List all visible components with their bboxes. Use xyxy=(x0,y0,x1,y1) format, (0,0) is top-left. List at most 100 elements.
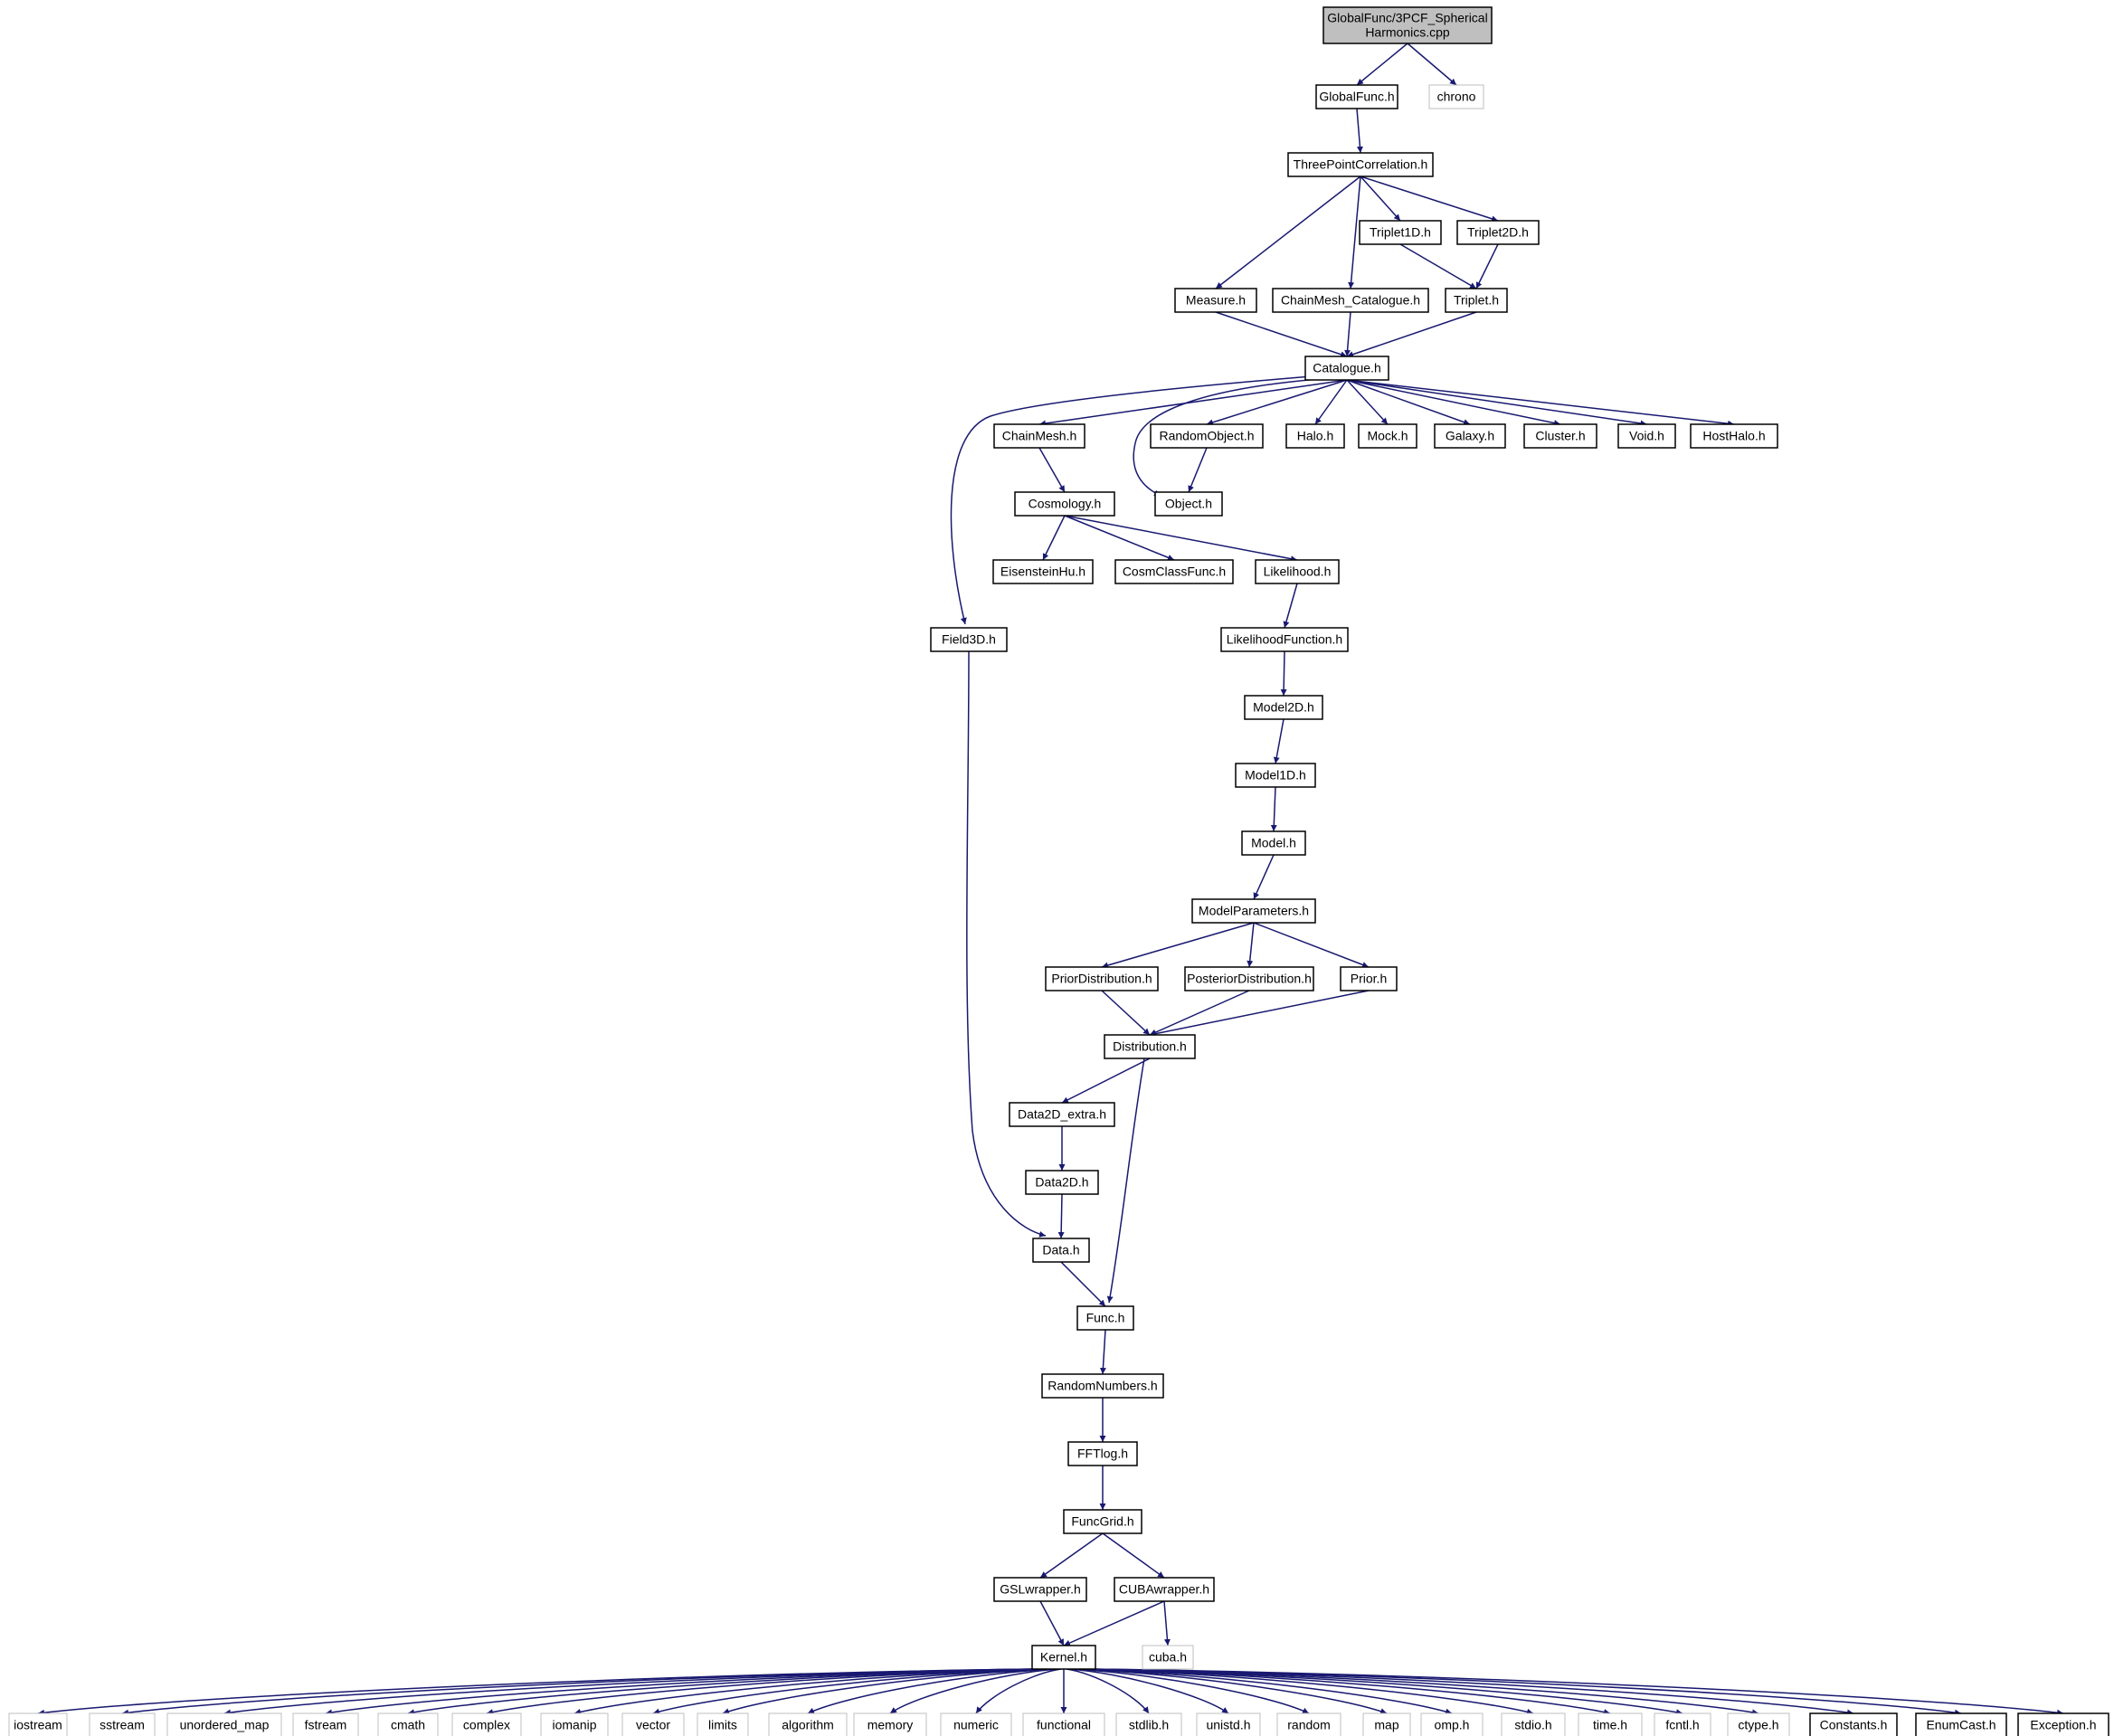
node-box xyxy=(1287,152,1434,177)
node-data2dextra[interactable]: Data2D_extra.h xyxy=(1009,1102,1115,1127)
node-constants[interactable]: Constants.h xyxy=(1809,1712,1898,1736)
node-randomobject[interactable]: RandomObject.h xyxy=(1150,423,1264,449)
node-enumcast[interactable]: EnumCast.h xyxy=(1915,1712,2007,1736)
node-label: Object.h xyxy=(1165,496,1212,510)
node-box xyxy=(1114,1577,1215,1602)
node-catalogue[interactable]: Catalogue.h xyxy=(1304,356,1389,381)
node-funcgrid[interactable]: FuncGrid.h xyxy=(1063,1509,1142,1534)
node-threepoint[interactable]: ThreePointCorrelation.h xyxy=(1287,152,1434,177)
node-box xyxy=(1022,1712,1105,1736)
node-prior[interactable]: Prior.h xyxy=(1340,966,1398,991)
node-galaxy[interactable]: Galaxy.h xyxy=(1434,423,1506,449)
node-model[interactable]: Model.h xyxy=(1241,830,1306,856)
node-stdio: stdio.h xyxy=(1501,1712,1566,1736)
node-data[interactable]: Data.h xyxy=(1032,1238,1090,1263)
node-func[interactable]: Func.h xyxy=(1076,1305,1134,1331)
node-object[interactable]: Object.h xyxy=(1154,491,1223,517)
node-box xyxy=(166,1712,282,1736)
node-chainmeshcat[interactable]: ChainMesh_Catalogue.h xyxy=(1272,288,1429,313)
node-box xyxy=(1272,288,1429,313)
node-void[interactable]: Void.h xyxy=(1617,423,1676,449)
node-label: limits xyxy=(708,1717,737,1731)
node-box xyxy=(1456,220,1540,245)
node-label: iostream xyxy=(14,1717,62,1731)
node-box xyxy=(1276,1712,1341,1736)
node-distribution[interactable]: Distribution.h xyxy=(1104,1034,1196,1059)
node-gslwrapper[interactable]: GSLwrapper.h xyxy=(993,1577,1087,1602)
node-cluster[interactable]: Cluster.h xyxy=(1523,423,1597,449)
edge-globalfunc-to-threepoint xyxy=(1356,108,1363,154)
node-data2d[interactable]: Data2D.h xyxy=(1025,1170,1099,1195)
node-globalfunc[interactable]: GlobalFunc.h xyxy=(1315,84,1398,109)
edge-func-to-randomnumbers xyxy=(1099,1329,1106,1375)
node-label: FFTlog.h xyxy=(1077,1446,1128,1460)
node-halo[interactable]: Halo.h xyxy=(1285,423,1345,449)
node-box xyxy=(1809,1712,1898,1736)
node-label: numeric xyxy=(953,1717,999,1731)
node-label: random xyxy=(1287,1717,1330,1731)
node-model2d[interactable]: Model2D.h xyxy=(1244,695,1323,720)
node-label: Model2D.h xyxy=(1253,699,1314,714)
node-box xyxy=(697,1712,749,1736)
node-box xyxy=(1025,1170,1099,1195)
node-label: Void.h xyxy=(1629,428,1664,442)
node-triplet1d[interactable]: Triplet1D.h xyxy=(1359,220,1442,245)
node-model1d[interactable]: Model1D.h xyxy=(1235,763,1316,788)
node-box xyxy=(1420,1712,1484,1736)
node-modelparams[interactable]: ModelParameters.h xyxy=(1191,898,1316,924)
node-field3d[interactable]: Field3D.h xyxy=(930,627,1008,652)
node-label: complex xyxy=(463,1717,510,1731)
node-likelihood[interactable]: Likelihood.h xyxy=(1255,559,1340,584)
node-label: time.h xyxy=(1593,1717,1627,1731)
node-memory: memory xyxy=(853,1712,927,1736)
node-label: Model1D.h xyxy=(1245,767,1306,782)
node-box xyxy=(1362,1712,1411,1736)
edge-modelparams-to-priordist xyxy=(1101,922,1255,969)
edge-gslwrapper-to-kernel xyxy=(1039,1600,1065,1646)
node-fftlog[interactable]: FFTlog.h xyxy=(1067,1441,1138,1466)
edge-kernel-to-vector xyxy=(652,1668,1052,1715)
node-likelihoodfunc[interactable]: LikelihoodFunction.h xyxy=(1220,627,1349,652)
node-box xyxy=(1115,1712,1182,1736)
edge-catalogue-to-cluster xyxy=(1346,379,1561,427)
node-iomanip: iomanip xyxy=(540,1712,609,1736)
edge-catalogue-to-galaxy xyxy=(1346,379,1471,425)
edge-funcgrid-to-cubawrapper xyxy=(1102,1532,1165,1579)
node-box xyxy=(1358,423,1417,449)
node-label: ChainMesh.h xyxy=(1002,428,1077,442)
node-chainmesh[interactable]: ChainMesh.h xyxy=(993,423,1085,449)
node-hosthalo[interactable]: HostHalo.h xyxy=(1690,423,1778,449)
node-triplet[interactable]: Triplet.h xyxy=(1445,288,1508,313)
node-posteriordist[interactable]: PosteriorDistribution.h xyxy=(1184,966,1314,991)
node-priordist[interactable]: PriorDistribution.h xyxy=(1045,966,1159,991)
node-box xyxy=(1315,84,1398,109)
node-cubawrapper[interactable]: CUBAwrapper.h xyxy=(1114,1577,1215,1602)
node-label: GlobalFunc.h xyxy=(1319,89,1394,103)
node-box xyxy=(1727,1712,1790,1736)
node-randomnumbers[interactable]: RandomNumbers.h xyxy=(1041,1373,1164,1399)
edge-likelihood-to-likelihoodfunc xyxy=(1283,583,1298,629)
node-cosmclass[interactable]: CosmClassFunc.h xyxy=(1114,559,1234,584)
node-eisenstein[interactable]: EisensteinHu.h xyxy=(992,559,1094,584)
node-label: Halo.h xyxy=(1297,428,1333,442)
edge-kernel-to-memory xyxy=(889,1668,1059,1714)
node-triplet2d[interactable]: Triplet2D.h xyxy=(1456,220,1540,245)
node-box xyxy=(1114,559,1234,584)
node-label: memory xyxy=(867,1717,914,1731)
node-fstream: fstream xyxy=(292,1712,359,1736)
node-box xyxy=(1255,559,1340,584)
edge-field3d-to-data xyxy=(966,650,1047,1238)
node-box xyxy=(1014,491,1115,517)
node-label: sstream xyxy=(100,1717,145,1731)
node-cosmology[interactable]: Cosmology.h xyxy=(1014,491,1115,517)
edge-posteriordist-to-distribution xyxy=(1149,990,1250,1036)
node-kernel[interactable]: Kernel.h xyxy=(1031,1645,1096,1670)
node-measure[interactable]: Measure.h xyxy=(1174,288,1257,313)
node-label: CosmClassFunc.h xyxy=(1123,564,1226,578)
node-mock[interactable]: Mock.h xyxy=(1358,423,1417,449)
node-box xyxy=(993,423,1085,449)
edge-model1d-to-model xyxy=(1270,786,1277,832)
node-exception[interactable]: Exception.h xyxy=(2017,1712,2109,1736)
